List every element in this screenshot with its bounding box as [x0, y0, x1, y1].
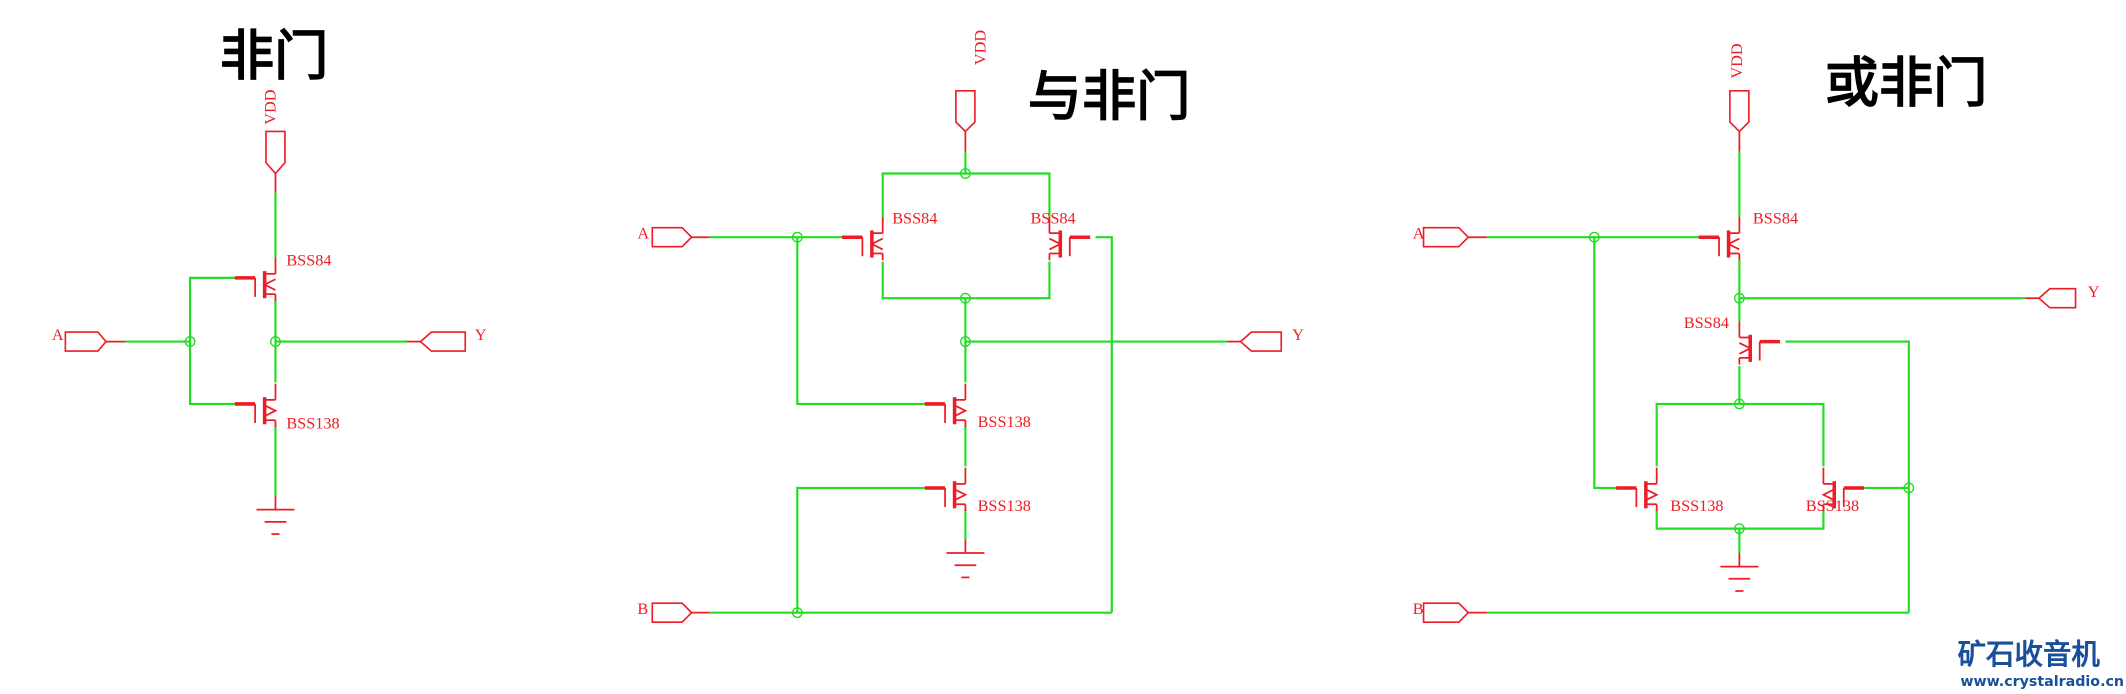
input-a-port: [651, 226, 693, 248]
ground-symbol: [1720, 553, 1759, 592]
output-y-port: [419, 331, 467, 352]
watermark-logo: 矿石收音机 www.crystalradio.cn: [1958, 638, 2124, 690]
pmos-transistor: [234, 257, 277, 301]
junction: [959, 168, 971, 179]
nmos1-transistor: [1616, 467, 1659, 512]
nmos1-transistor: [924, 383, 968, 427]
nor-gate-title: 或非门: [1825, 52, 1988, 115]
vdd-port: [1729, 90, 1750, 133]
ground-symbol: [946, 539, 985, 579]
pmos2-label: BSS84: [1030, 210, 1075, 228]
input-a-label: A: [52, 326, 64, 344]
junction: [791, 607, 803, 619]
input-a-label: A: [637, 225, 649, 243]
ground-symbol: [256, 496, 295, 535]
junction: [1733, 398, 1745, 410]
pmos1-transistor: [1698, 216, 1741, 261]
vdd-label: VDD: [1728, 43, 1746, 78]
nmos-label: BSS138: [286, 414, 339, 432]
pmos-label: BSS84: [286, 252, 331, 270]
pmos1-transistor: [842, 216, 884, 261]
pmos2-transistor: [1048, 216, 1091, 261]
output-y-label: Y: [475, 326, 487, 344]
pmos2-label: BSS84: [1684, 314, 1729, 332]
watermark-name: 矿石收音机: [1958, 638, 2101, 671]
nand-gate-title: 与非门: [1028, 65, 1191, 128]
vdd-label: VDD: [972, 30, 990, 65]
pmos1-label: BSS84: [892, 210, 937, 228]
nmos2-transistor: [924, 467, 968, 512]
nmos2-transistor: [1821, 467, 1865, 512]
nmos-transistor: [234, 383, 278, 427]
nmos2-label: BSS138: [1806, 497, 1859, 515]
pmos1-label: BSS84: [1753, 210, 1798, 228]
nor-gate: VDD Y A B BSS84 BSS84 BSS138 BSS138: [1413, 43, 2100, 623]
watermark-url: www.crystalradio.cn: [1960, 674, 2124, 690]
output-y-port: [2037, 287, 2077, 309]
vdd-port: [265, 130, 286, 175]
input-b-label: B: [1413, 600, 1424, 618]
output-y-label: Y: [1292, 326, 1304, 344]
input-b-port: [1422, 602, 1470, 623]
pmos2-transistor: [1738, 321, 1781, 365]
nmos1-label: BSS138: [978, 413, 1031, 431]
nmos2-label: BSS138: [978, 497, 1031, 515]
junction: [184, 336, 196, 347]
vdd-port: [955, 90, 976, 133]
not-gate-title: 非门: [220, 25, 328, 88]
nand-gate: VDD Y A B BSS84 BSS84 BSS138 BSS138: [637, 30, 1304, 623]
input-a-port: [1422, 226, 1470, 248]
input-b-label: B: [637, 600, 648, 618]
vdd-label: VDD: [261, 89, 279, 124]
nmos1-label: BSS138: [1670, 497, 1723, 515]
not-gate: VDD A Y BSS84 BSS138: [52, 89, 487, 535]
output-y-port: [1239, 331, 1283, 352]
junction: [1903, 482, 1915, 494]
input-b-port: [651, 602, 693, 623]
input-a-label: A: [1413, 225, 1425, 243]
output-y-label: Y: [2088, 283, 2100, 301]
input-a-port: [64, 331, 108, 352]
